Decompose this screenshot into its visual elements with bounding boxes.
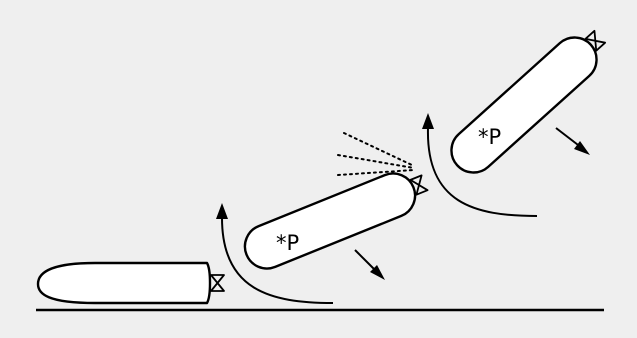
valve-icon: [584, 29, 607, 52]
cylinder-body: [450, 36, 598, 174]
thrust-arrow: [354, 249, 385, 280]
cylinder-launching: [243, 172, 429, 270]
thrust-arrow: [555, 127, 590, 155]
pressure-label: *P: [276, 231, 299, 255]
cylinder-airborne: [450, 29, 607, 174]
cylinder-body: [243, 172, 417, 270]
gas-spray: [337, 132, 415, 176]
pressure-label: *P: [478, 125, 501, 149]
cylinder-body: [36, 261, 212, 305]
cylinder-resting: [36, 261, 225, 305]
curved-up-arrow: [216, 203, 334, 304]
curved-up-arrow: [422, 113, 538, 217]
valve-icon: [210, 274, 225, 292]
valve-icon: [409, 174, 429, 196]
